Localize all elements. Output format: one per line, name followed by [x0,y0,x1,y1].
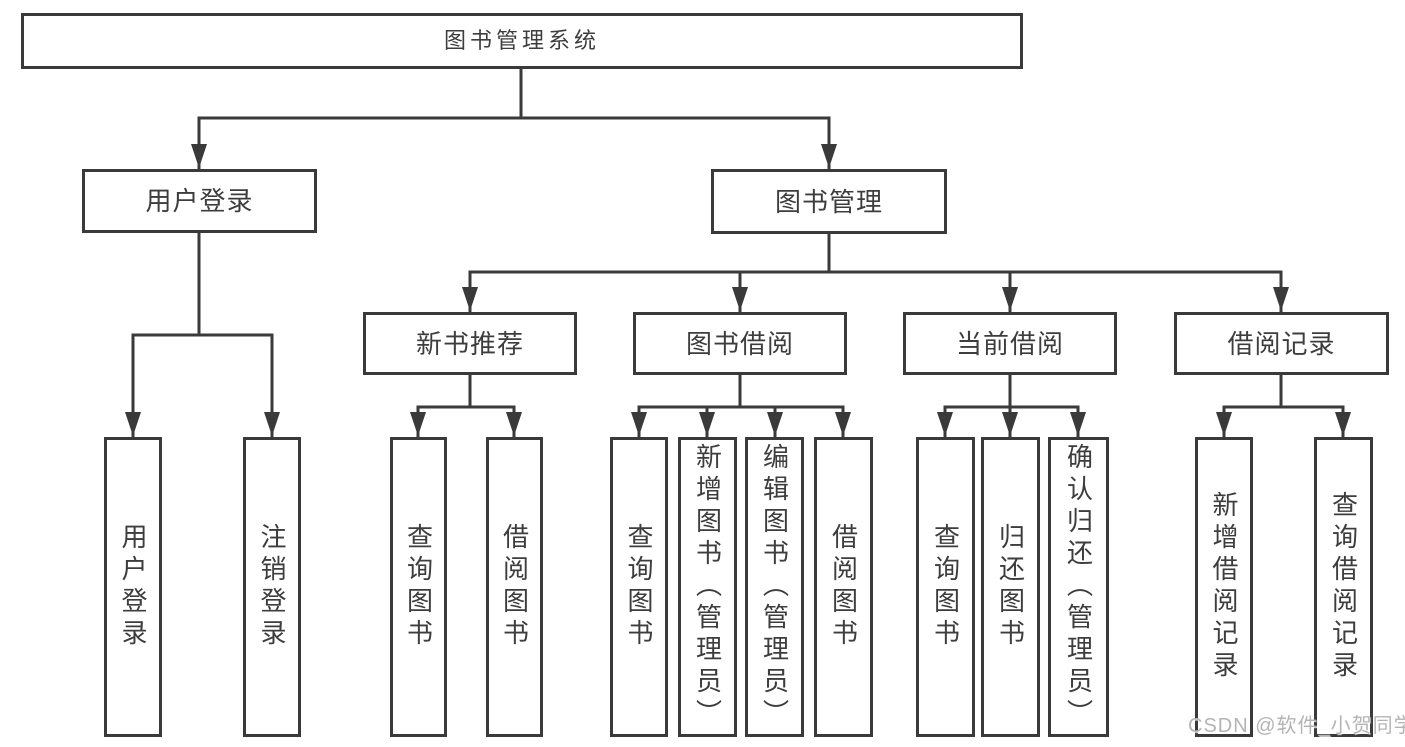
arrow-down-icon [835,412,851,436]
connector-line [131,333,274,437]
connector-current-borrow-children [937,375,1086,437]
arrow-down-icon [1216,412,1232,436]
leaf-return-book: 归还图书 [981,437,1040,737]
csdn-watermark: CSDN @软件_小贺同学 [1188,715,1405,737]
connector-book-borrow-children [631,375,851,437]
leaf-add-book-admin: 新增图书（管理员） [678,437,737,737]
arrow-down-icon [506,412,522,436]
connector-user-login-children [125,233,280,437]
leaf-query-books-recommend: 查询图书 [390,437,447,737]
connector-line [197,116,831,169]
connector-new-book-rec-children [410,375,522,437]
connector-borrow-records-children [1216,375,1351,437]
arrow-down-icon [1002,412,1018,436]
connector-line [416,405,516,437]
node-new-book-recommendation: 新书推荐 [363,312,577,375]
arrow-down-icon [767,412,783,436]
arrow-down-icon [631,412,647,436]
leaf-edit-book-admin: 编辑图书（管理员） [745,437,804,737]
arrow-down-icon [937,412,953,436]
leaf-add-borrow-record: 新增借阅记录 [1195,437,1253,737]
connector-line [1222,405,1345,437]
arrow-down-icon [1070,412,1086,436]
connector-book-management-children [462,234,1289,312]
connector-line [468,270,1283,312]
arrow-down-icon [191,144,207,168]
arrow-down-icon [410,412,426,436]
arrow-down-icon [821,144,837,168]
node-library-management-system: 图书管理系统 [21,13,1023,69]
leaf-logout-login: 注销登录 [243,437,301,737]
arrow-down-icon [699,412,715,436]
node-borrowing-records: 借阅记录 [1174,312,1389,375]
leaf-borrow-books-borrowing: 借阅图书 [814,437,873,737]
arrow-down-icon [1002,287,1018,311]
leaf-query-borrow-record: 查询借阅记录 [1314,437,1373,737]
node-book-management: 图书管理 [711,169,947,234]
leaf-user-login: 用户登录 [104,437,162,737]
arrow-down-icon [125,412,141,436]
leaf-query-books-current: 查询图书 [916,437,975,737]
node-current-borrowing: 当前借阅 [903,312,1117,375]
node-user-login: 用户登录 [82,169,317,233]
leaf-confirm-return-admin: 确认归还（管理员） [1048,437,1109,737]
arrow-down-icon [732,287,748,311]
connector-root-to-level2 [191,69,837,169]
connector-line [637,405,845,437]
arrow-down-icon [462,287,478,311]
leaf-query-books-borrowing: 查询图书 [610,437,668,737]
arrow-down-icon [1273,287,1289,311]
leaf-borrow-books-recommend: 借阅图书 [486,437,543,737]
arrow-down-icon [264,412,280,436]
arrow-down-icon [1335,412,1351,436]
node-book-borrowing: 图书借阅 [633,312,847,375]
